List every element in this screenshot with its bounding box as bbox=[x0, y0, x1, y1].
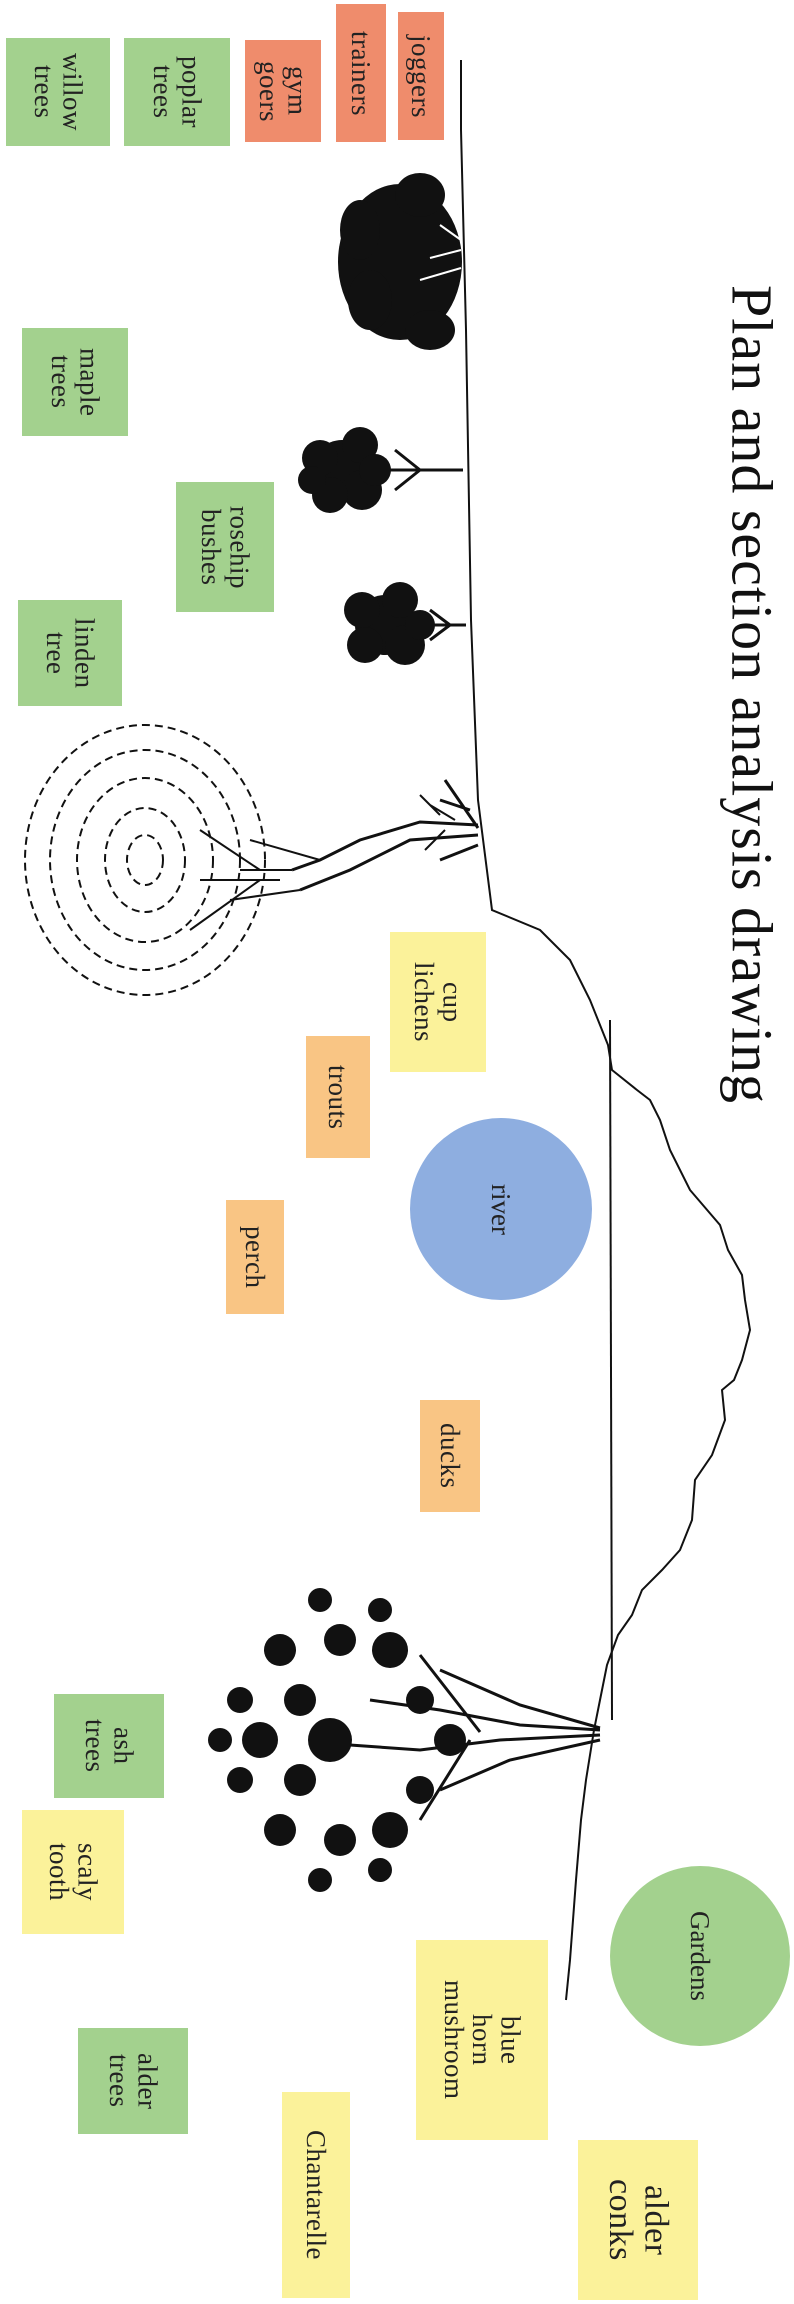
page-title: Plan and section analysis drawing bbox=[719, 284, 785, 1104]
label-maple-trees: maple trees bbox=[22, 328, 128, 436]
ground-line bbox=[460, 60, 752, 2001]
label-chantarelle: Chantarelle bbox=[282, 2092, 350, 2298]
label-willow-trees: willow trees bbox=[6, 38, 110, 146]
label-cup-lichens: cup lichens bbox=[390, 932, 486, 1072]
label-ash-trees: ash trees bbox=[54, 1694, 164, 1798]
label-trouts: trouts bbox=[306, 1036, 370, 1158]
label-rosehip-bushes: rosehip bushes bbox=[176, 482, 274, 612]
label-ducks: ducks bbox=[420, 1400, 480, 1512]
maple-tree-silhouette bbox=[298, 427, 463, 513]
label-joggers: joggers bbox=[398, 12, 444, 140]
rosehip-bush-silhouette bbox=[344, 582, 466, 665]
dense-shrub-silhouette bbox=[338, 173, 462, 350]
label-scaly-tooth: scaly tooth bbox=[22, 1810, 124, 1934]
linden-tree-drawing bbox=[24, 724, 480, 996]
label-linden-tree: linden tree bbox=[18, 600, 122, 706]
label-alder-conks: alder conks bbox=[578, 2140, 698, 2300]
ash-tree-drawing bbox=[208, 1588, 601, 1892]
label-perch: perch bbox=[226, 1200, 284, 1314]
gardens-blob: Gardens bbox=[610, 1866, 790, 2046]
label-blue-horn-mushroom: blue horn mushroom bbox=[416, 1940, 548, 2140]
label-trainers: trainers bbox=[336, 4, 386, 142]
water-line bbox=[609, 1019, 613, 1721]
label-poplar-trees: poplar trees bbox=[124, 38, 230, 146]
river-blob: river bbox=[410, 1118, 592, 1300]
label-gym-goers: gym goers bbox=[245, 40, 321, 142]
label-alder-trees: alder trees bbox=[78, 2028, 188, 2134]
